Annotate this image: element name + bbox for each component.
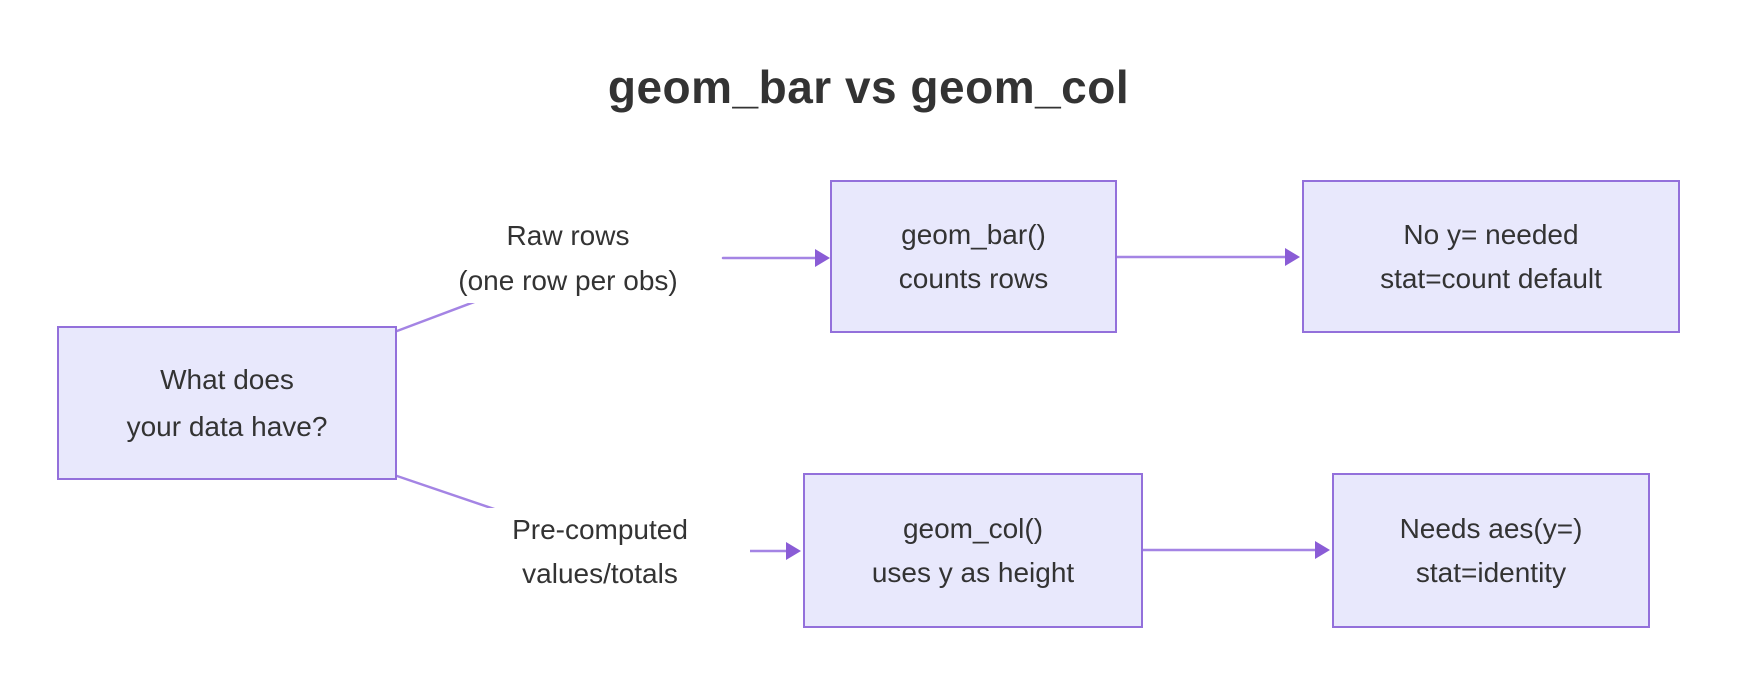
edge-label-precomputed: Pre-computed values/totals: [450, 508, 750, 596]
arrowhead-icon: [1315, 541, 1330, 559]
node-geom-col: geom_col() uses y as height: [803, 473, 1143, 628]
node-bar-result: No y= needed stat=count default: [1302, 180, 1680, 333]
arrowhead-icon: [786, 542, 801, 560]
node-col-result-line2: stat=identity: [1415, 556, 1567, 588]
edge-label-raw-rows-line1: Raw rows: [506, 220, 630, 251]
arrowhead-icon: [1285, 248, 1300, 266]
node-col-result-line1: Needs aes(y=): [1399, 512, 1583, 544]
edge-label-raw-rows: Raw rows (one row per obs): [418, 213, 718, 303]
node-decision: What does your data have?: [57, 326, 397, 480]
node-col-result: Needs aes(y=) stat=identity: [1332, 473, 1650, 628]
node-bar-result-line1: No y= needed: [1403, 218, 1579, 250]
edge-geom-bar-to-bar-result: [1115, 248, 1300, 266]
node-bar-result-line2: stat=count default: [1380, 262, 1602, 294]
arrowhead-icon: [815, 249, 830, 267]
node-geom-col-line2: uses y as height: [871, 556, 1075, 588]
node-geom-bar: geom_bar() counts rows: [830, 180, 1117, 333]
node-geom-bar-line2: counts rows: [898, 262, 1049, 294]
edge-label-precomputed-line2: values/totals: [522, 558, 678, 589]
edge-label-raw-rows-line2: (one row per obs): [458, 265, 678, 296]
edge-label-precomputed-line1: Pre-computed: [512, 514, 688, 545]
node-geom-bar-line1: geom_bar(): [901, 218, 1046, 250]
node-geom-col-line1: geom_col(): [902, 512, 1044, 544]
edge-segment: [395, 474, 502, 513]
edge-geom-col-to-col-result: [1141, 541, 1330, 559]
node-decision-line1: What does: [160, 364, 294, 395]
node-decision-line2: your data have?: [126, 411, 328, 442]
diagram-title: geom_bar vs geom_col: [607, 61, 1130, 113]
